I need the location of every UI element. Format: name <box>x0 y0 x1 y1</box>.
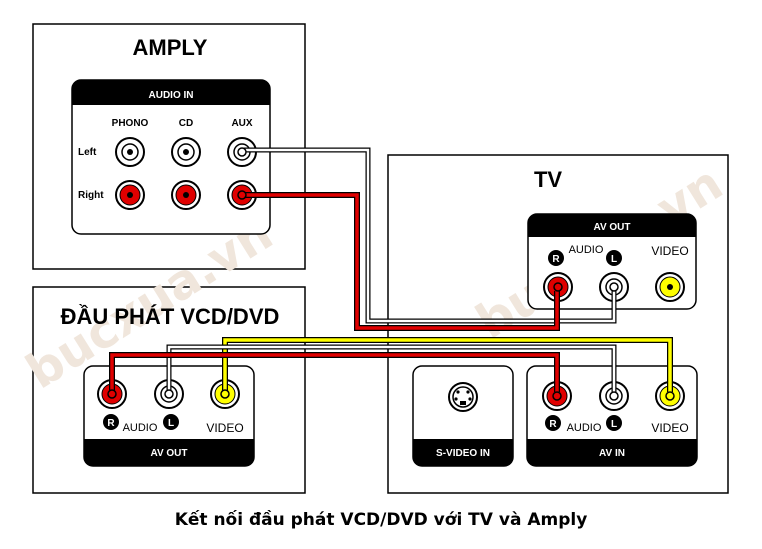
amply-audio-in-panel: AUDIO IN PHONO CD AUX Left Right <box>71 79 271 235</box>
tv-av-out-header: AV OUT <box>593 222 630 233</box>
tv-title: TV <box>534 167 562 192</box>
player-av-out-panel: AV OUT R AUDIO L VIDEO <box>83 365 255 467</box>
amply-title: AMPLY <box>133 35 208 60</box>
player-title: ĐẦU PHÁT VCD/DVD <box>61 304 280 329</box>
column-label-aux: AUX <box>231 118 252 129</box>
tv-av-out-jack-video[interactable] <box>655 272 685 302</box>
player-r-badge <box>103 414 119 430</box>
tv-av-out-panel: AV OUT R AUDIO L VIDEO <box>527 213 697 310</box>
cable-aux-left-to-tv-l <box>242 147 617 324</box>
cable-player-l-to-tv-l <box>166 344 617 392</box>
svideo-in-label: S-VIDEO IN <box>436 448 490 459</box>
audio-in-header: AUDIO IN <box>149 90 194 101</box>
cable-aux-right-to-tv-r <box>242 192 560 331</box>
column-label-cd: CD <box>179 118 193 129</box>
jack-cd-right[interactable] <box>171 180 201 210</box>
tv-av-in-panel: AV IN R AUDIO L VIDEO <box>526 365 698 467</box>
tv-av-out-r-badge <box>548 250 564 266</box>
tv-av-out-audio-label: AUDIO <box>569 244 604 256</box>
row-label-left: Left <box>78 147 97 158</box>
row-label-right: Right <box>78 190 104 201</box>
svideo-jack[interactable] <box>448 382 478 412</box>
plug-tips <box>107 147 675 401</box>
jack-phono-left[interactable] <box>115 137 145 167</box>
player-av-out-footer-bar <box>84 439 254 466</box>
audio-in-header-bar <box>72 80 270 105</box>
player-l-badge-text: L <box>168 418 174 429</box>
player-video-label: VIDEO <box>206 421 243 435</box>
svideo-in-footer-bar <box>413 439 513 466</box>
tv-av-out-l-badge <box>606 250 622 266</box>
player-r-badge-text: R <box>107 418 115 429</box>
jack-cd-left[interactable] <box>171 137 201 167</box>
av-in-l-badge <box>606 415 622 431</box>
tv-av-out-video-label: VIDEO <box>651 244 688 258</box>
av-in-r-badge <box>545 415 561 431</box>
cable-player-r-to-tv-r <box>109 352 560 392</box>
cable-player-video-to-tv-video <box>222 337 673 392</box>
tv-av-out-l-badge-text: L <box>611 254 617 265</box>
tv-av-out-r-badge-text: R <box>552 254 560 265</box>
jack-phono-right[interactable] <box>115 180 145 210</box>
av-in-label: AV IN <box>599 448 625 459</box>
player-audio-label: AUDIO <box>123 422 158 434</box>
av-in-r-badge-text: R <box>549 419 557 430</box>
av-in-l-badge-text: L <box>611 419 617 430</box>
player-av-out-label: AV OUT <box>150 448 187 459</box>
tv-av-out-header-bar <box>528 214 696 237</box>
av-in-footer-bar <box>527 439 697 466</box>
av-in-audio-label: AUDIO <box>567 422 602 434</box>
av-in-video-label: VIDEO <box>651 421 688 435</box>
column-label-phono: PHONO <box>112 118 149 129</box>
tv-svideo-in-panel: S-VIDEO IN <box>412 365 514 467</box>
player-l-badge <box>163 414 179 430</box>
diagram-caption: Kết nối đầu phát VCD/DVD với TV và Amply <box>174 510 588 530</box>
